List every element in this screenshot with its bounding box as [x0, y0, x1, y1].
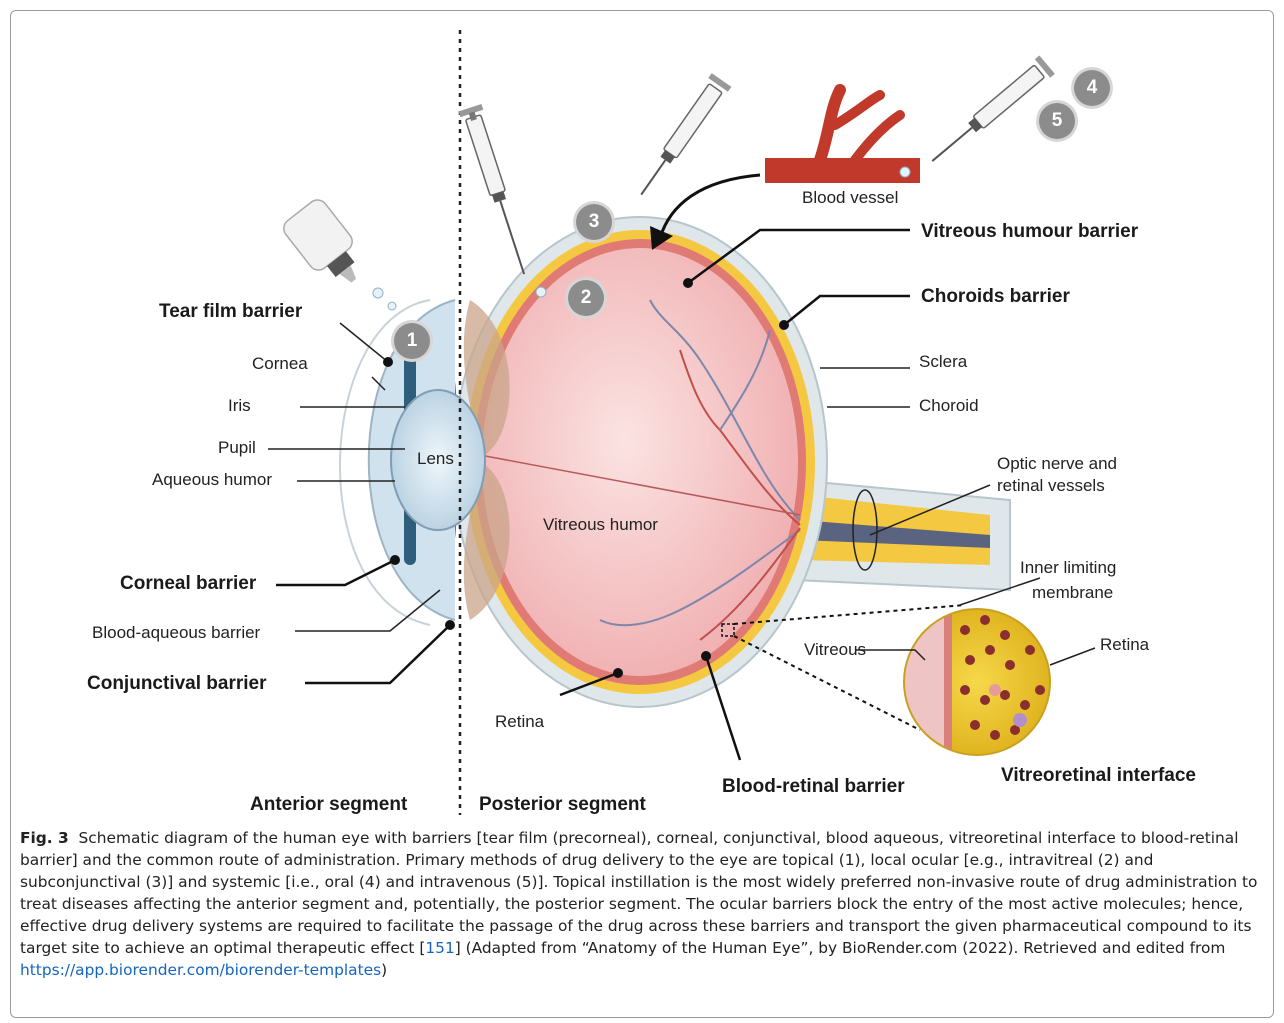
- label-posterior-segment: Posterior segment: [479, 795, 646, 814]
- label-retina-right: Retina: [1100, 636, 1149, 653]
- retina-zoom-inset: [895, 600, 1050, 770]
- label-pupil: Pupil: [218, 439, 256, 456]
- syringe-intravitreal: [459, 104, 536, 278]
- label-iris: Iris: [228, 397, 251, 414]
- label-conjunctival-barrier: Conjunctival barrier: [87, 674, 267, 693]
- eye-drop: [388, 302, 396, 310]
- label-cornea: Cornea: [252, 355, 308, 372]
- marker-4: 4: [1074, 70, 1110, 106]
- label-choroid: Choroid: [919, 397, 979, 414]
- figure-caption: Fig. 3 Schematic diagram of the human ey…: [20, 827, 1264, 981]
- label-retina-bottom: Retina: [495, 713, 544, 730]
- label-blood-retinal-barrier: Blood-retinal barrier: [722, 777, 905, 796]
- label-sclera: Sclera: [919, 353, 967, 370]
- label-vitreous: Vitreous: [804, 641, 866, 658]
- label-choroids-barrier: Choroids barrier: [921, 287, 1070, 306]
- marker-3: 3: [576, 204, 612, 240]
- caption-text-2: ] (Adapted from “Anatomy of the Human Ey…: [455, 939, 1226, 957]
- marker-5: 5: [1039, 103, 1075, 139]
- label-optic-nerve-line1: Optic nerve and: [997, 455, 1117, 472]
- label-vitreous-humour-barrier: Vitreous humour barrier: [921, 222, 1138, 241]
- marker-2: 2: [568, 280, 604, 316]
- label-lens: Lens: [417, 450, 454, 467]
- marker-1: 1: [394, 323, 430, 359]
- label-anterior-segment: Anterior segment: [250, 795, 407, 814]
- blood-vessel: [765, 90, 920, 183]
- label-inner-limiting-line2: membrane: [1032, 584, 1113, 601]
- optic-nerve: [795, 480, 1010, 590]
- eye-drop-bottle: [280, 196, 374, 296]
- eye-drop: [373, 288, 383, 298]
- label-corneal-barrier: Corneal barrier: [120, 574, 256, 593]
- syringe-intravenous: [925, 55, 1055, 170]
- label-vitreoretinal-interface: Vitreoretinal interface: [1001, 766, 1196, 785]
- vitreous-body: [482, 248, 798, 676]
- caption-text: Schematic diagram of the human eye with …: [20, 829, 1257, 957]
- injection-drop: [536, 287, 546, 297]
- label-inner-limiting-line1: Inner limiting: [1020, 559, 1116, 576]
- label-vitreous-humor: Vitreous humor: [543, 516, 658, 533]
- caption-figure-number: Fig. 3: [20, 829, 69, 847]
- caption-url-link[interactable]: https://app.biorender.com/biorender-temp…: [20, 961, 381, 979]
- label-blood-vessel: Blood vessel: [802, 189, 898, 206]
- label-optic-nerve-line2: retinal vessels: [997, 477, 1105, 494]
- label-blood-aqueous-barrier: Blood-aqueous barrier: [92, 624, 260, 641]
- label-aqueous-humor: Aqueous humor: [152, 471, 272, 488]
- label-tear-film-barrier: Tear film barrier: [159, 302, 302, 321]
- caption-reference-link[interactable]: 151: [425, 939, 454, 957]
- caption-text-3: ): [381, 961, 387, 979]
